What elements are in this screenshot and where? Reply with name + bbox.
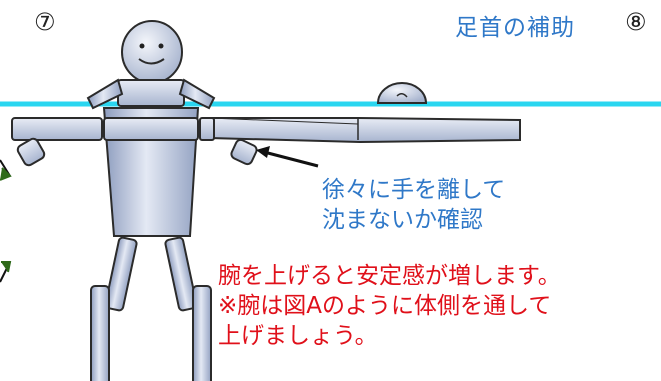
instruction-line-2: 沈まないか確認 [322,207,483,233]
arrow-icon [256,146,319,168]
left-arrows [0,159,12,283]
tip-line-1: 腕を上げると安定感が増します。 [218,263,561,289]
page-title: 足首の補助 [455,15,575,41]
smiley-face-icon [121,20,183,84]
tip-line-3: 上げましょう。 [218,323,378,349]
tip-line-2: ※腕は図Aのように体側を通して [218,293,552,319]
helper-figure [209,82,521,144]
step-number-7: ⑦ [34,8,56,36]
step-number-8: ⑧ [625,8,647,36]
swimmer-figure [11,20,258,381]
instruction-line-1: 徐々に手を離して [322,177,506,203]
